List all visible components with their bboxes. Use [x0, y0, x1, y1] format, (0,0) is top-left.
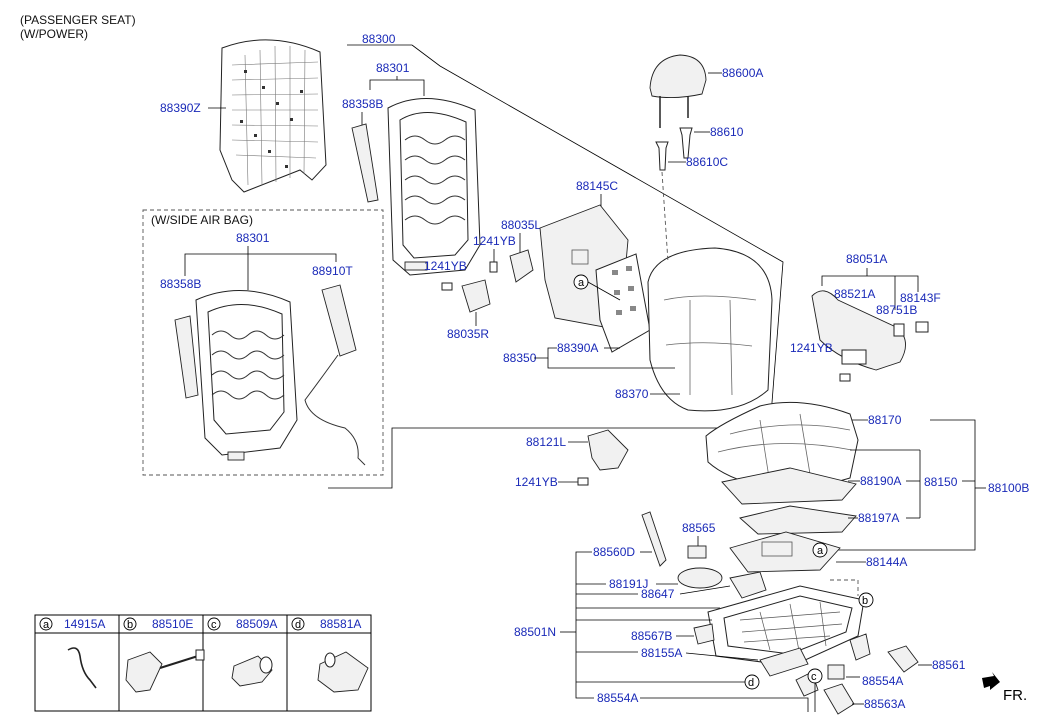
part-88647[interactable]: 88647 [641, 587, 675, 601]
legend-letter-c: c [211, 619, 217, 631]
part-88610[interactable]: 88610 [710, 125, 744, 139]
marker-a-cushion: a [817, 545, 824, 557]
guide-88610-drawing [679, 127, 693, 159]
part-88910T[interactable]: 88910T [312, 264, 353, 278]
part-88143F[interactable]: 88143F [900, 291, 941, 305]
heater-88144A-drawing [729, 531, 841, 573]
headrest-88600A-drawing [649, 54, 707, 99]
front-direction-label: FR. [1003, 687, 1027, 704]
part-88350[interactable]: 88350 [503, 351, 537, 365]
header-passenger-seat: (PASSENGER SEAT) [20, 13, 136, 27]
bolt-1241YB-a-drawing [489, 261, 498, 273]
clip-14915A-drawing [67, 647, 97, 689]
switch-88521A-drawing [841, 349, 867, 365]
knob-88751B-drawing [893, 323, 905, 337]
legend-table: a 14915A b 88510E c 88509A d 88581A [34, 614, 372, 712]
part-88100B[interactable]: 88100B [988, 481, 1029, 495]
part-1241YB-a[interactable]: 1241YB [473, 234, 516, 248]
seat-track-frame-drawing [707, 585, 871, 697]
part-88751B[interactable]: 88751B [876, 303, 917, 317]
bracket-88647-drawing [729, 571, 767, 599]
part-1241YB-c[interactable]: 1241YB [790, 341, 833, 355]
bracket-88035R-drawing [461, 279, 491, 313]
part-88155A[interactable]: 88155A [641, 646, 682, 660]
marker-b: b [862, 595, 868, 607]
back-mat-88390A-drawing [595, 253, 651, 353]
part-88565-drawing [687, 545, 707, 559]
pad-88197A-drawing [739, 505, 857, 535]
airbag-frame-drawing [174, 284, 366, 466]
part-88145C[interactable]: 88145C [576, 179, 618, 193]
cover-88563A-drawing [823, 683, 855, 715]
knob-88143F-drawing [915, 321, 929, 333]
part-88561[interactable]: 88561 [932, 658, 966, 672]
seatback-frame-drawing [351, 98, 481, 276]
part-88358B-upper[interactable]: 88358B [342, 97, 383, 111]
part-88301-upper[interactable]: 88301 [376, 61, 410, 75]
motor-88191J-drawing [677, 567, 723, 589]
bolt-1241YB-c-drawing [839, 373, 851, 382]
part-88150[interactable]: 88150 [924, 475, 958, 489]
legend-part-88581A[interactable]: 88581A [320, 617, 361, 631]
part-88521A[interactable]: 88521A [834, 287, 875, 301]
bolt-1241YB-d-drawing [577, 477, 589, 486]
motor-88581A-drawing [317, 651, 369, 693]
side-airbag-title: (W/SIDE AIR BAG) [151, 213, 253, 227]
part-88170[interactable]: 88170 [868, 413, 902, 427]
part-88358B-lower[interactable]: 88358B [160, 277, 201, 291]
part-88501N[interactable]: 88501N [514, 625, 556, 639]
part-88144A[interactable]: 88144A [866, 555, 907, 569]
guide-88610C-drawing [655, 141, 669, 171]
part-1241YB-b[interactable]: 1241YB [424, 259, 467, 273]
legend-part-88510E[interactable]: 88510E [152, 617, 193, 631]
legend-letter-d: d [295, 619, 301, 631]
legend-letter-b: b [127, 619, 133, 631]
part-88035L[interactable]: 88035L [501, 218, 541, 232]
cable-88560D-drawing [641, 511, 667, 567]
part-88121L[interactable]: 88121L [526, 435, 566, 449]
motor-88510E-drawing [125, 649, 205, 693]
marker-d: d [748, 677, 754, 689]
part-88051A[interactable]: 88051A [846, 252, 887, 266]
cover-88121L-drawing [587, 429, 629, 471]
part-88191J[interactable]: 88191J [609, 577, 648, 591]
part-88197A[interactable]: 88197A [858, 511, 899, 525]
part-88554A-right-drawing [827, 664, 845, 680]
cover-88567B-drawing [693, 623, 715, 645]
part-88035R[interactable]: 88035R [447, 327, 489, 341]
pad-88190A-drawing [721, 467, 857, 505]
front-arrow-icon [982, 672, 1000, 690]
seat-back-panel-drawing [219, 39, 327, 193]
part-88567B[interactable]: 88567B [631, 629, 672, 643]
part-88301-lower[interactable]: 88301 [236, 231, 270, 245]
cover-88561-drawing [887, 645, 919, 673]
part-88610C[interactable]: 88610C [686, 155, 728, 169]
part-1241YB-d[interactable]: 1241YB [515, 475, 558, 489]
part-88554A-right[interactable]: 88554A [862, 674, 903, 688]
side-trim-drawing [811, 290, 906, 371]
part-88390Z[interactable]: 88390Z [160, 101, 201, 115]
legend-part-88509A[interactable]: 88509A [236, 617, 277, 631]
part-88563A[interactable]: 88563A [864, 697, 905, 711]
marker-a-back: a [578, 277, 585, 289]
legend-part-14915A[interactable]: 14915A [64, 617, 105, 631]
bracket-88035L-drawing [509, 249, 534, 283]
legend-letter-a: a [43, 619, 50, 631]
marker-c: c [811, 671, 817, 683]
bolt-1241YB-b-drawing [441, 282, 453, 291]
part-88560D[interactable]: 88560D [593, 545, 635, 559]
part-88300[interactable]: 88300 [362, 32, 396, 46]
part-88390A[interactable]: 88390A [557, 341, 598, 355]
part-88565[interactable]: 88565 [682, 521, 716, 535]
part-88190A[interactable]: 88190A [860, 474, 901, 488]
header-power: (W/POWER) [20, 27, 88, 41]
part-88370[interactable]: 88370 [615, 387, 649, 401]
seatback-cover-88370-drawing [647, 247, 773, 412]
side-airbag-box [142, 209, 384, 476]
part-88554A-left[interactable]: 88554A [597, 691, 638, 705]
part-88600A[interactable]: 88600A [722, 66, 763, 80]
motor-88509A-drawing [231, 655, 273, 687]
